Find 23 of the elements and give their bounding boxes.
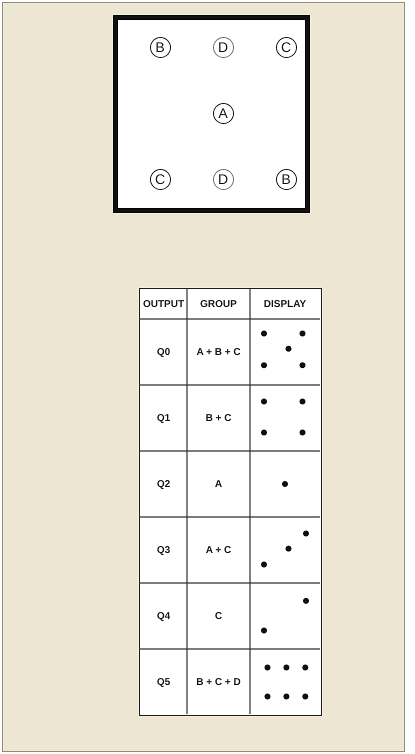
- column-header: GROUP: [200, 298, 237, 310]
- circled-letter: C: [276, 36, 296, 58]
- output-name: Q5: [156, 676, 170, 688]
- group-formula: A + C: [206, 544, 232, 556]
- column-header: DISPLAY: [264, 298, 306, 310]
- circled-letter: D: [212, 168, 234, 190]
- group-formula: A + B + C: [196, 346, 241, 358]
- output-name: Q1: [156, 412, 170, 424]
- group-formula: B + C + D: [196, 676, 241, 688]
- column-header: OUTPUT: [142, 298, 184, 310]
- output-name: Q2: [156, 478, 170, 490]
- circled-letter: C: [150, 168, 170, 190]
- group-formula: B + C: [206, 412, 232, 424]
- group-formula: C: [214, 610, 222, 622]
- circled-letter: B: [150, 36, 170, 58]
- output-name: Q3: [156, 544, 170, 556]
- circled-letter: D: [212, 36, 234, 58]
- circled-letter: B: [276, 168, 296, 190]
- output-name: Q0: [156, 346, 170, 358]
- output-name: Q4: [156, 610, 170, 622]
- circled-letter: A: [212, 102, 234, 124]
- group-formula: A: [214, 478, 222, 490]
- square-frame: [113, 15, 310, 213]
